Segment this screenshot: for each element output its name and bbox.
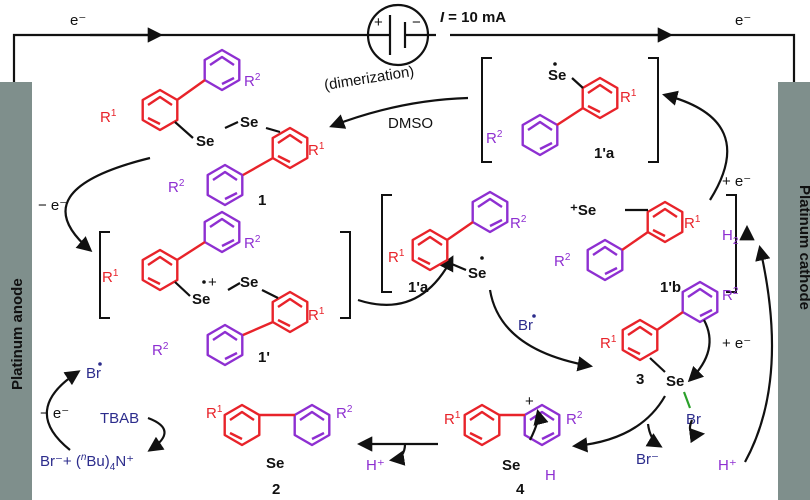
compound-1pa-label-top: 1'a (594, 145, 615, 162)
svg-text:Br: Br (686, 411, 701, 428)
br-minus-bu4n: Br⁻+ (nBu)4N⁺ (40, 452, 134, 473)
svg-text:R2: R2 (336, 404, 353, 422)
svg-text:Se: Se (266, 455, 284, 472)
cathode-electrode (778, 82, 810, 500)
svg-text:R2: R2 (244, 72, 261, 90)
dimerization-label: (dimerization) (323, 63, 415, 94)
svg-text:Se: Se (548, 67, 566, 84)
circuit-wire-right (450, 33, 796, 82)
current-label: I= 10 mA (440, 9, 506, 26)
battery-minus: − (412, 14, 421, 31)
svg-text:Se: Se (196, 133, 214, 150)
svg-text:Se: Se (502, 457, 520, 474)
svg-text:R1: R1 (444, 410, 461, 428)
svg-text:R2: R2 (168, 178, 185, 196)
battery-plus: + (374, 14, 383, 31)
svg-text:R2: R2 (486, 129, 503, 147)
svg-text:R1: R1 (388, 248, 405, 266)
svg-text:+: + (208, 274, 217, 291)
br-minus-3: Br⁻ (636, 451, 659, 468)
compound-3: Se Br R1 R2 3 (600, 280, 739, 444)
svg-text:R1: R1 (600, 334, 617, 352)
compound-1p: Se Se + R1 R2 R1 R2 1' (99, 210, 351, 367)
compound-1pa-1pb: Se R1 R2 1'a ⁺Se R1 R2 1'b (381, 190, 737, 296)
plus-e-right: + e⁻ (722, 173, 751, 190)
br-radical-mid: Br (518, 317, 533, 334)
electron-left: e⁻ (70, 12, 86, 29)
compound-4: Se + H R1 R2 4 (444, 393, 583, 498)
electron-right: e⁻ (735, 12, 751, 29)
svg-text:H: H (545, 467, 556, 484)
svg-text:+: + (525, 393, 534, 410)
svg-text:R1: R1 (206, 404, 223, 422)
svg-text:R2: R2 (510, 214, 527, 232)
svg-text:Se: Se (192, 291, 210, 308)
circuit-wire (12, 33, 360, 82)
svg-text:R1: R1 (684, 214, 701, 232)
minus-e-left: − e⁻ (38, 197, 67, 214)
svg-text:R1: R1 (308, 306, 325, 324)
anode-electrode (0, 82, 32, 500)
compound-1pa-label-mid: 1'a (408, 279, 429, 296)
svg-text:R2: R2 (152, 341, 169, 359)
compound-2: Se R1 R2 2 (206, 403, 353, 498)
svg-text:⁺Se: ⁺Se (570, 202, 596, 219)
svg-text:R2: R2 (722, 286, 739, 304)
svg-text:R2: R2 (244, 234, 261, 252)
svg-text:R2: R2 (566, 410, 583, 428)
br-radical-left: Br (86, 365, 101, 382)
compound-3-label: 3 (636, 371, 644, 388)
svg-text:Se: Se (240, 274, 258, 291)
compound-1pb-label: 1'b (660, 279, 681, 296)
h2-label: H2 (722, 227, 739, 247)
anode-label: Platinum anode (9, 278, 26, 390)
h-plus-right: H⁺ (718, 457, 737, 474)
svg-text:R1: R1 (102, 268, 119, 286)
cathode-label: Platinum cathode (796, 185, 810, 310)
compound-1-label: 1 (258, 192, 266, 209)
dmso-label: DMSO (388, 115, 433, 132)
svg-text:Se: Se (240, 114, 258, 131)
compound-4-label: 4 (516, 481, 525, 498)
minus-e-bottom: − e⁻ (40, 405, 69, 422)
compound-1pa-top: Se R1 R2 1'a (481, 57, 659, 163)
h-plus-left: H⁺ (366, 457, 385, 474)
svg-text:R1: R1 (308, 141, 325, 159)
compound-2-label: 2 (272, 481, 280, 498)
compound-1: Se Se R1 R2 R1 R2 1 (100, 48, 325, 209)
svg-text:Se: Se (666, 373, 684, 390)
svg-text:R1: R1 (620, 88, 637, 106)
plus-e-bottom: + e⁻ (722, 335, 751, 352)
tbab-label: TBAB (100, 410, 139, 427)
svg-text:R1: R1 (100, 108, 117, 126)
svg-text:Se: Se (468, 265, 486, 282)
compound-1p-label: 1' (258, 349, 270, 366)
svg-text:R2: R2 (554, 252, 571, 270)
